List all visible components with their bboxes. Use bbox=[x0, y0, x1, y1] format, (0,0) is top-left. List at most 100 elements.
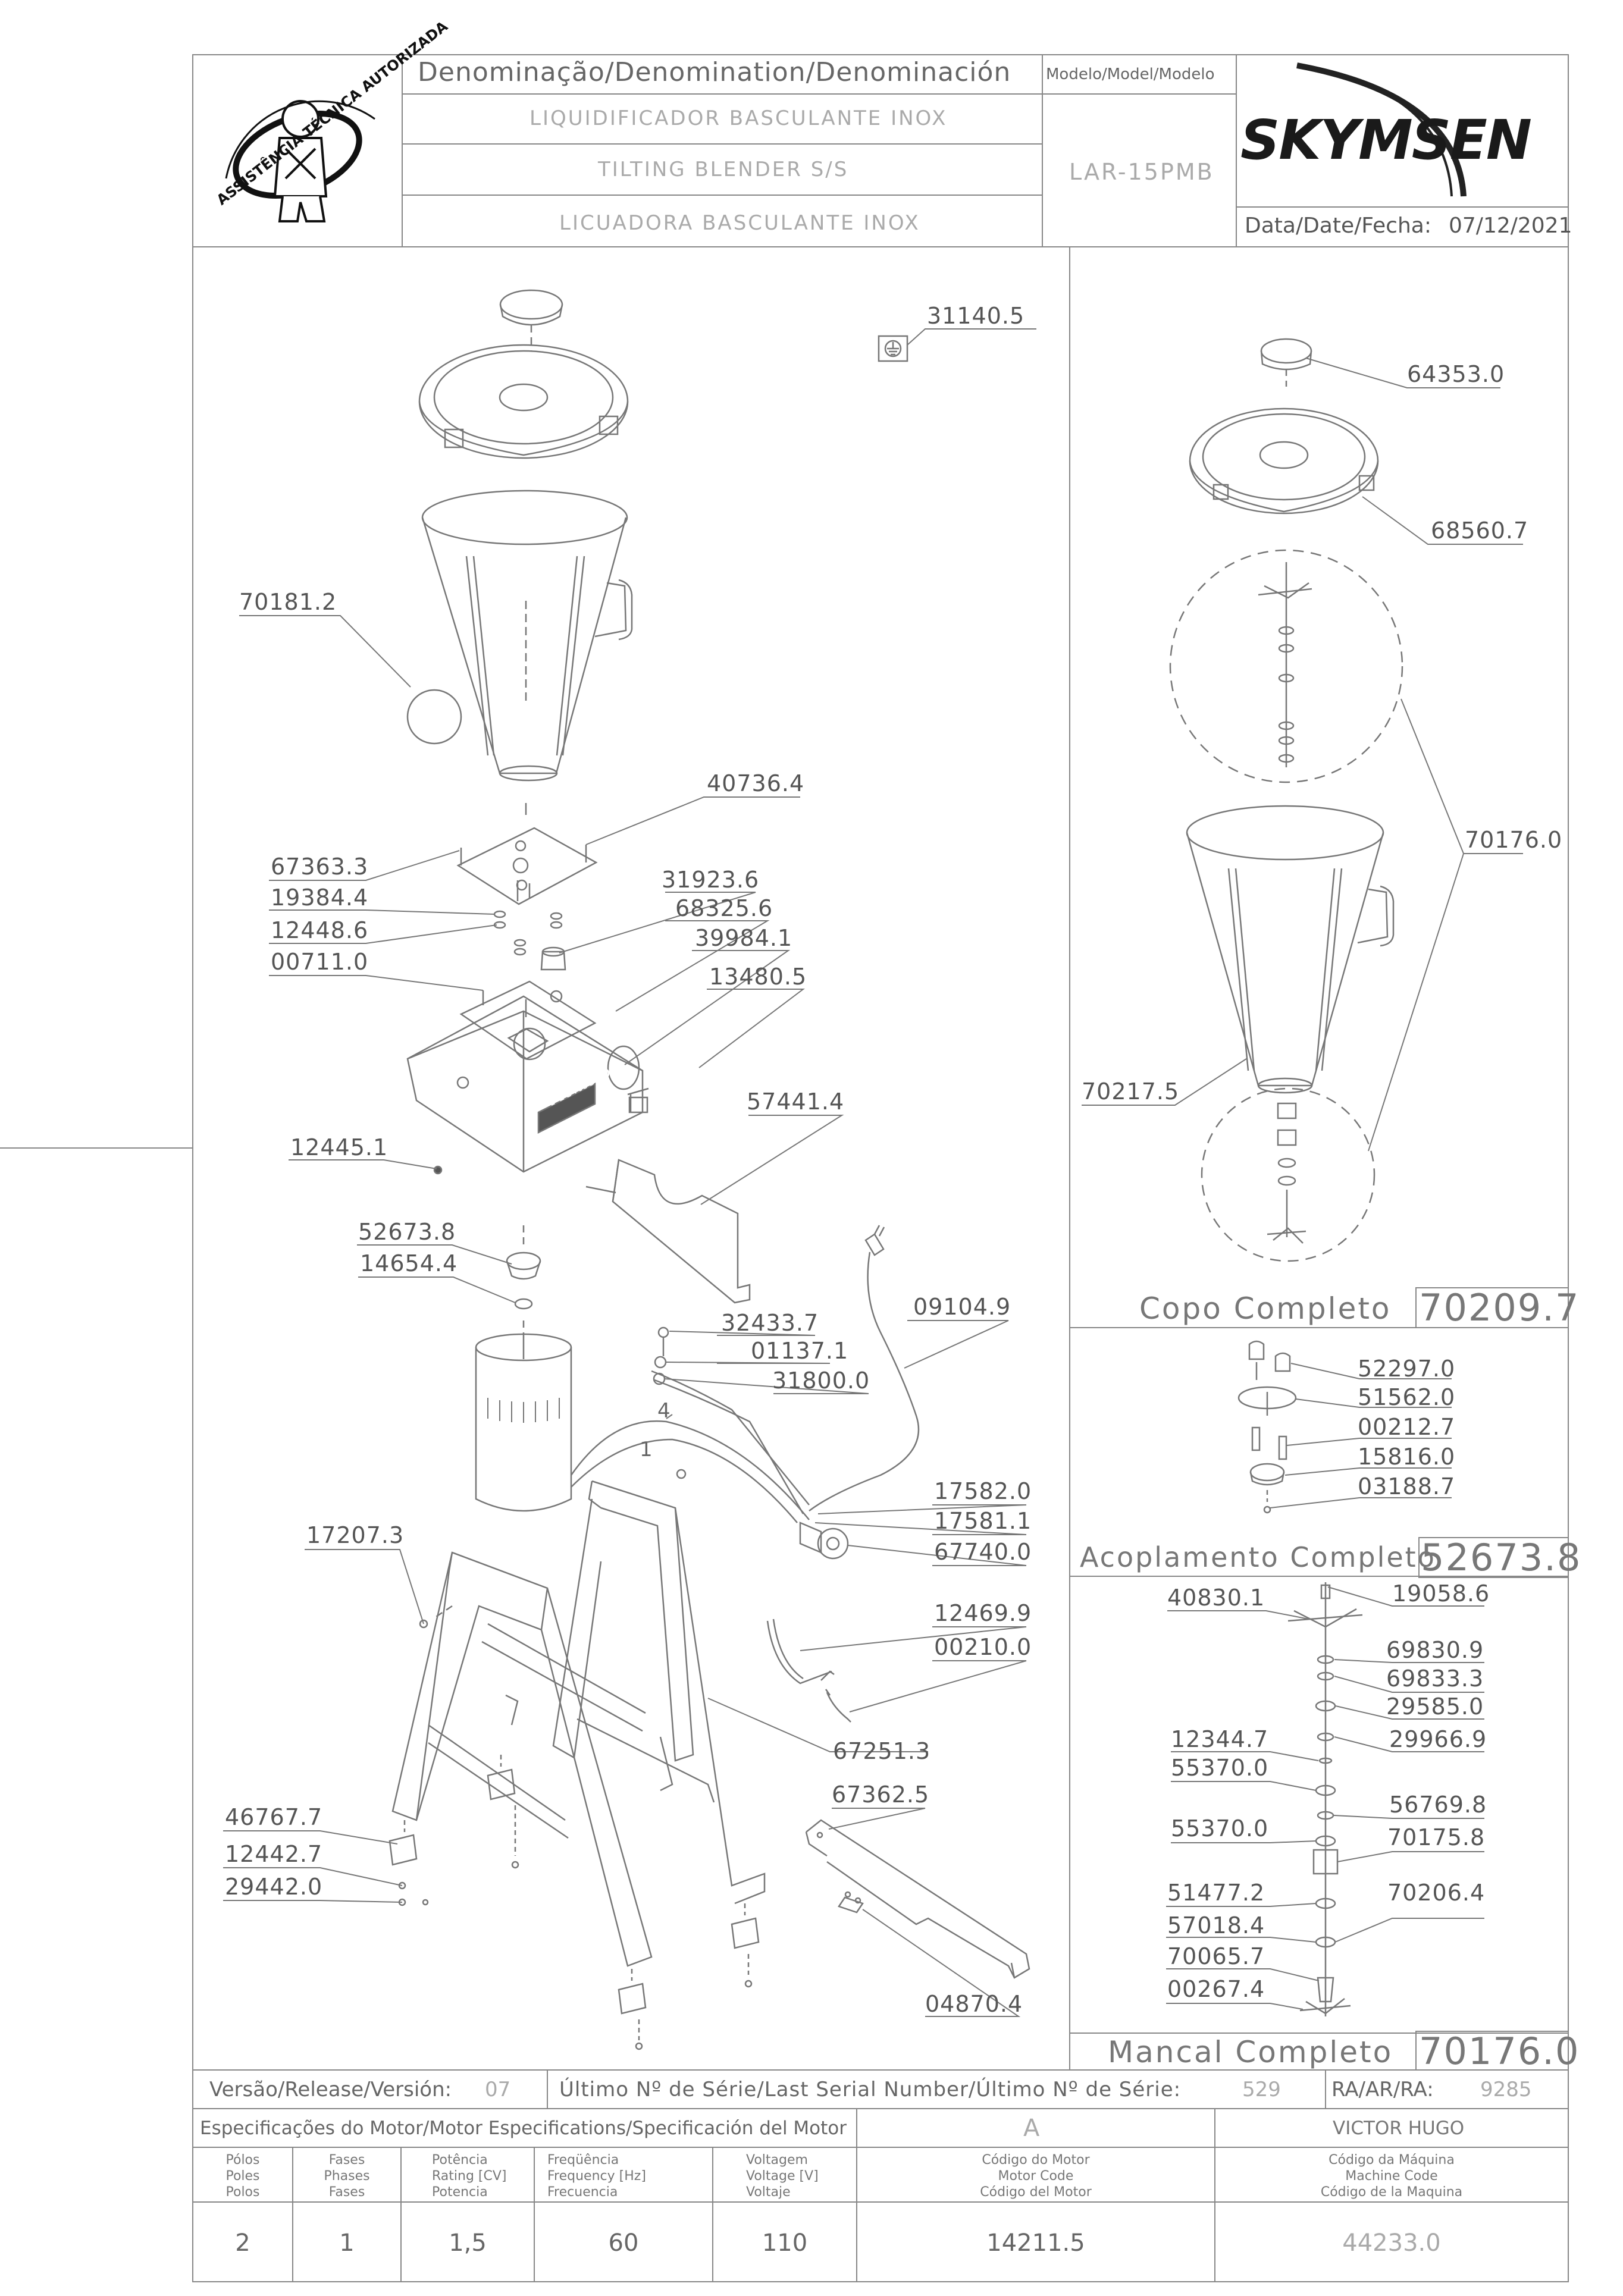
part-12442: 12442.7 bbox=[225, 1841, 323, 1867]
date-label: Data/Date/Fecha: bbox=[1245, 214, 1431, 238]
part-46767: 46767.7 bbox=[225, 1804, 323, 1830]
col-poles-pt: Pólos bbox=[225, 2153, 260, 2168]
part-12469: 12469.9 bbox=[934, 1600, 1032, 1626]
col-voltage-es: Voltaje bbox=[746, 2185, 791, 2200]
date-value: 07/12/2021 bbox=[1449, 214, 1572, 238]
brand-name: SKYMSEN bbox=[1240, 108, 1532, 172]
col-poles-en: Poles bbox=[225, 2169, 260, 2184]
part-00212: 00212.7 bbox=[1358, 1414, 1456, 1440]
col-phases-en: Phases bbox=[324, 2169, 370, 2184]
col-phases-es: Fases bbox=[328, 2185, 365, 2200]
part-29966: 29966.9 bbox=[1389, 1726, 1487, 1752]
part-31923: 31923.6 bbox=[662, 867, 760, 893]
part-64353: 64353.0 bbox=[1407, 361, 1505, 387]
part-15816: 15816.0 bbox=[1358, 1444, 1456, 1470]
col-machine-code: Código da Máquina Machine Code Código de… bbox=[1215, 2152, 1568, 2200]
part-55370-b: 55370.0 bbox=[1171, 1815, 1269, 1842]
part-56769: 56769.8 bbox=[1389, 1792, 1487, 1818]
col-voltage-pt: Voltagem bbox=[746, 2153, 808, 2168]
col-power: Potência Rating [CV] Potencia bbox=[401, 2152, 534, 2200]
part-40736: 40736.4 bbox=[707, 770, 805, 796]
col-voltage-en: Voltage [V] bbox=[746, 2169, 819, 2184]
col-phases: Fases Phases Fases bbox=[293, 2152, 401, 2200]
part-13480: 13480.5 bbox=[709, 964, 807, 990]
part-14654: 14654.4 bbox=[360, 1250, 458, 1276]
phases-value: 1 bbox=[339, 2229, 355, 2257]
poles-value: 2 bbox=[235, 2229, 250, 2257]
part-51477: 51477.2 bbox=[1167, 1880, 1265, 1906]
col-freq-en: Frequency [Hz] bbox=[547, 2169, 646, 2184]
part-32433: 32433.7 bbox=[721, 1310, 819, 1336]
col-freq-pt: Freqüência bbox=[547, 2153, 619, 2168]
col-poles-es: Polos bbox=[225, 2185, 260, 2200]
part-40830: 40830.1 bbox=[1167, 1585, 1265, 1611]
part-70217: 70217.5 bbox=[1082, 1078, 1180, 1105]
cup-section-title: Copo Completo bbox=[1139, 1291, 1392, 1326]
power-value: 1,5 bbox=[449, 2229, 487, 2257]
wire-label-1: 1 bbox=[640, 1438, 653, 1461]
col-power-en: Rating [CV] bbox=[432, 2169, 507, 2184]
col-machine-code-en: Machine Code bbox=[1345, 2169, 1438, 2184]
motor-spec-label: Especificações do Motor/Motor Especifica… bbox=[200, 2118, 847, 2139]
cup-section-code: 70209.7 bbox=[1419, 1286, 1580, 1329]
col-power-es: Potencia bbox=[432, 2185, 488, 2200]
part-57018: 57018.4 bbox=[1167, 1912, 1265, 1939]
col-motor-code: Código do Motor Motor Code Código del Mo… bbox=[857, 2152, 1215, 2200]
part-19384: 19384.4 bbox=[271, 884, 369, 911]
serial-value: 529 bbox=[1242, 2078, 1281, 2101]
part-57441: 57441.4 bbox=[747, 1089, 845, 1115]
wire-label-4: 4 bbox=[657, 1399, 670, 1423]
assistance-seal-icon bbox=[225, 100, 375, 222]
part-31800: 31800.0 bbox=[772, 1367, 870, 1394]
part-67363: 67363.3 bbox=[271, 854, 369, 880]
bearing-section-title: Mancal Completo bbox=[1108, 2035, 1393, 2069]
model-value: LAR-15PMB bbox=[1069, 159, 1214, 185]
bearing-section-code: 70176.0 bbox=[1419, 2030, 1580, 2073]
serial-label: Último Nº de Série/Last Serial Number/Úl… bbox=[559, 2078, 1182, 2101]
version-value: 07 bbox=[485, 2078, 511, 2101]
col-freq-es: Frecuencia bbox=[547, 2185, 618, 2200]
part-09104: 09104.9 bbox=[913, 1294, 1011, 1320]
denomination-label: Denominação/Denomination/Denominación bbox=[418, 57, 1011, 87]
name-en: TILTING BLENDER S/S bbox=[598, 158, 849, 181]
motor-variant: A bbox=[1023, 2115, 1040, 2142]
frequency-value: 60 bbox=[608, 2229, 639, 2257]
part-31140: 31140.5 bbox=[927, 303, 1025, 329]
part-17207: 17207.3 bbox=[306, 1522, 405, 1548]
col-motor-code-es: Código del Motor bbox=[980, 2185, 1092, 2200]
skymsen-logo-icon bbox=[1296, 62, 1467, 197]
part-00267: 00267.4 bbox=[1167, 1976, 1265, 2002]
name-es: LICUADORA BASCULANTE INOX bbox=[559, 211, 920, 235]
version-label: Versão/Release/Versión: bbox=[209, 2078, 452, 2101]
col-machine-code-es: Código de la Maquina bbox=[1320, 2185, 1463, 2200]
part-12445: 12445.1 bbox=[290, 1134, 388, 1160]
part-67740: 67740.0 bbox=[934, 1539, 1032, 1565]
col-motor-code-en: Motor Code bbox=[998, 2169, 1074, 2184]
part-70065: 70065.7 bbox=[1167, 1943, 1265, 1969]
part-39984: 39984.1 bbox=[695, 925, 793, 951]
col-machine-code-pt: Código da Máquina bbox=[1329, 2153, 1455, 2168]
col-frequency: Freqüência Frequency [Hz] Frecuencia bbox=[534, 2152, 713, 2200]
machine-code-value: 44233.0 bbox=[1342, 2229, 1441, 2257]
col-voltage: Voltagem Voltage [V] Voltaje bbox=[713, 2152, 857, 2200]
part-00210: 00210.0 bbox=[934, 1634, 1032, 1660]
part-12448: 12448.6 bbox=[271, 917, 369, 943]
part-12344: 12344.7 bbox=[1171, 1726, 1269, 1752]
part-68560: 68560.7 bbox=[1431, 517, 1529, 544]
coupling-section-code: 52673.8 bbox=[1421, 1536, 1582, 1579]
model-label: Modelo/Model/Modelo bbox=[1046, 65, 1215, 83]
col-motor-code-pt: Código do Motor bbox=[982, 2153, 1090, 2168]
col-power-pt: Potência bbox=[432, 2153, 488, 2168]
voltage-value: 110 bbox=[762, 2229, 808, 2257]
part-68325: 68325.6 bbox=[675, 895, 773, 921]
part-67251: 67251.3 bbox=[833, 1738, 931, 1764]
col-poles: Pólos Poles Polos bbox=[193, 2152, 293, 2200]
part-52297: 52297.0 bbox=[1358, 1356, 1456, 1382]
part-70181: 70181.2 bbox=[239, 589, 337, 615]
part-70175: 70175.8 bbox=[1387, 1824, 1486, 1850]
part-19058: 19058.6 bbox=[1392, 1580, 1490, 1607]
author-name: VICTOR HUGO bbox=[1333, 2118, 1465, 2139]
part-52673: 52673.8 bbox=[358, 1219, 456, 1245]
col-phases-pt: Fases bbox=[328, 2153, 365, 2168]
